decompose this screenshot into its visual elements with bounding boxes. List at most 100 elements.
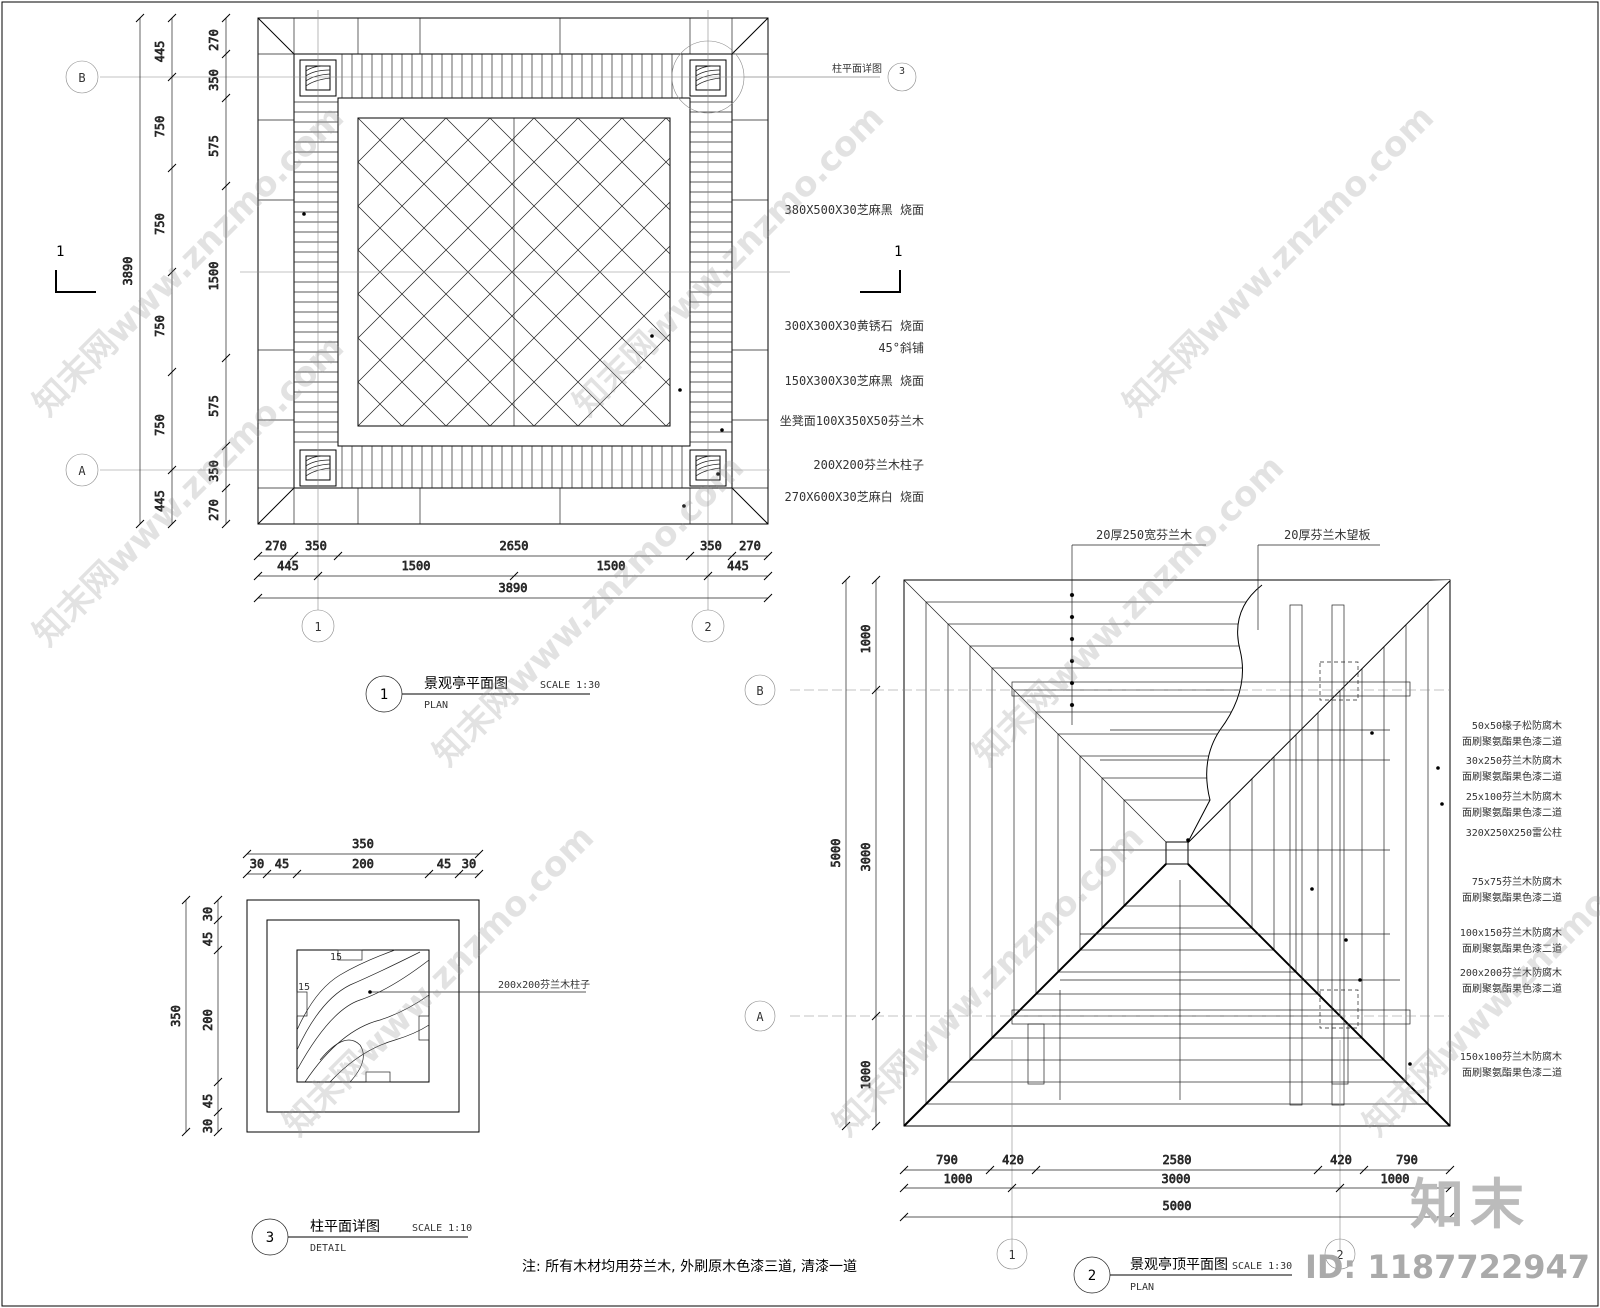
detail3-title: 柱平面详图 — [310, 1219, 380, 1235]
plan2-leader-label-sub: 面刷聚氨酯果色漆二道 — [1462, 770, 1562, 783]
plan1-sub: PLAN — [424, 700, 448, 711]
plan2-leader-label: 200x200芬兰木防腐木 — [1460, 966, 1562, 979]
plan1-left-dim-inner: 575 — [207, 395, 221, 417]
pavilion-floor-plan: B A 1 2 柱平面详图 3 1 1 44575075075075044527… — [55, 10, 924, 713]
plan2-axis-b: B — [756, 684, 763, 698]
plan1-leader-label: 270X600X30芝麻白 烧面 — [785, 489, 924, 504]
detail3-post — [296, 949, 430, 1083]
plan1-bottom-dim-row2: 1500 — [597, 559, 626, 573]
plan2-leader-label-sub: 面刷聚氨酯果色漆二道 — [1462, 891, 1562, 904]
plan1-leader-label: 45°斜铺 — [878, 341, 924, 355]
detail3-top-dim: 30 — [250, 857, 264, 871]
plan2-king-post — [1165, 841, 1189, 865]
detail3-sub: DETAIL — [310, 1243, 346, 1254]
plan2-leader-label: 75x75芬兰木防腐木 — [1472, 875, 1562, 888]
brand-logo: 知末 — [1410, 1173, 1530, 1236]
detail3-title-num: 3 — [266, 1230, 274, 1246]
plan2-left-dim: 1000 — [859, 1061, 873, 1090]
detail3-top-total: 350 — [352, 837, 374, 851]
plan1-bottom-dim-row1: 350 — [305, 539, 327, 553]
plan1-leader-label: 380X500X30芝麻黑 烧面 — [785, 202, 924, 217]
detail3-top-dim: 45 — [437, 857, 451, 871]
plan1-axis-a: A — [78, 464, 86, 478]
plan2-leader-label: 320X250X250雷公柱 — [1466, 826, 1562, 839]
plan1-left-dim-outer: 750 — [153, 116, 167, 138]
plan1-left-dim-outer: 750 — [153, 213, 167, 235]
plan2-leader-label-sub: 面刷聚氨酯果色漆二道 — [1462, 942, 1562, 955]
detail3-left-total: 350 — [169, 1005, 183, 1027]
plan2-axis-1: 1 — [1008, 1248, 1015, 1262]
plan2-bottom-dim-row2: 3000 — [1162, 1172, 1191, 1186]
plan1-bottom-dim-row1: 270 — [739, 539, 761, 553]
plan2-leader-label-sub: 面刷聚氨酯果色漆二道 — [1462, 982, 1562, 995]
plan1-outer-slab — [257, 17, 769, 525]
plan2-leader-labels: 50x50椽子松防腐木面刷聚氨酯果色漆二道30x250芬兰木防腐木面刷聚氨酯果色… — [1186, 719, 1562, 1079]
plan2-roof-outline — [903, 579, 1451, 1127]
plan1-leader-label: 坐凳面100X350X50芬兰木 — [780, 413, 924, 428]
detail3-left-dim: 30 — [201, 1119, 215, 1133]
plan2-top-label-1: 20厚250宽芬兰木 — [1096, 527, 1192, 542]
plan1-axis-b: B — [78, 71, 85, 85]
detail3-outer — [246, 899, 480, 1133]
plan2-bottom-dim-row1: 420 — [1330, 1153, 1352, 1167]
plan2-axis-2: 2 — [1336, 1248, 1343, 1262]
plan1-left-dim-inner: 575 — [207, 135, 221, 157]
plan2-title-num: 2 — [1088, 1268, 1096, 1284]
plan1-bottom-dim-row2: 1500 — [402, 559, 431, 573]
pavilion-roof-plan: B A 1 2 20厚250宽芬兰木 20厚芬兰木望板 1000 3000 1000… — [744, 527, 1562, 1294]
plan2-leader-label-sub: 面刷聚氨酯果色漆二道 — [1462, 1066, 1562, 1079]
plan2-leader-label: 150x100芬兰木防腐木 — [1460, 1050, 1562, 1063]
detail3-top-dim: 45 — [275, 857, 289, 871]
plan2-left-total: 5000 — [829, 839, 843, 868]
plan1-left-dim-outer: 750 — [153, 315, 167, 337]
plan1-title: 景观亭平面图 — [424, 675, 508, 692]
plan2-bottom-dim-row1: 420 — [1002, 1153, 1024, 1167]
plan1-bottom-dim-row2: 445 — [727, 559, 749, 573]
plan1-left-total: 3890 — [121, 257, 135, 286]
plan1-left-dim-inner: 350 — [207, 460, 221, 482]
plan2-bottom-dim-row2: 1000 — [944, 1172, 973, 1186]
plan1-bottom-dim-row1: 270 — [265, 539, 287, 553]
detail3-label: 200x200芬兰木柱子 — [498, 978, 590, 991]
plan2-leader-label: 100x150芬兰木防腐木 — [1460, 926, 1562, 939]
plan1-bottom-dim-row2: 445 — [277, 559, 299, 573]
detail3-top-dim: 200 — [352, 857, 374, 871]
plan1-axis-1: 1 — [314, 620, 321, 634]
plan1-axis-2: 2 — [704, 620, 711, 634]
plan2-leader-label: 30x250芬兰木防腐木 — [1466, 754, 1562, 767]
plan2-leader-label: 25x100芬兰木防腐木 — [1466, 790, 1562, 803]
plan2-bottom-dim-row1: 790 — [1396, 1153, 1418, 1167]
plan1-leader-label: 150X300X30芝麻黑 烧面 — [785, 373, 924, 388]
plan2-scale: SCALE 1:30 — [1232, 1261, 1292, 1272]
image-id: ID: 1187722947 — [1304, 1248, 1590, 1286]
plan2-sub: PLAN — [1130, 1282, 1154, 1293]
plan1-left-dim-outer: 445 — [153, 490, 167, 512]
plan1-left-dim-inner: 1500 — [207, 262, 221, 291]
detail3-left-dim: 45 — [201, 932, 215, 946]
plan2-left-dim: 3000 — [859, 843, 873, 872]
plan2-axis-a: A — [756, 1010, 764, 1024]
general-note: 注: 所有木材均用芬兰木, 外刷原木色漆三道, 清漆一道 — [522, 1259, 857, 1275]
plan2-title: 景观亭顶平面图 — [1130, 1256, 1228, 1273]
detail3-left-dim: 45 — [201, 1094, 215, 1108]
plan1-leader-label: 300X300X30黄锈石 烧面 — [785, 319, 924, 333]
plan1-left-dim-outer: 750 — [153, 414, 167, 436]
plan2-top-label-2: 20厚芬兰木望板 — [1284, 528, 1370, 542]
plan1-bottom-total: 3890 — [499, 581, 528, 595]
plan1-detail-ref-num: 3 — [899, 66, 905, 77]
plan2-bottom-dim-row1: 790 — [936, 1153, 958, 1167]
plan2-bottom-dim-row2: 1000 — [1381, 1172, 1410, 1186]
plan2-leader-label-sub: 面刷聚氨酯果色漆二道 — [1462, 806, 1562, 819]
plan1-leader-labels: 380X500X30芝麻黑 烧面 300X300X30黄锈石 烧面 150X300X… — [302, 202, 924, 508]
plan1-bottom-dim-row1: 2650 — [500, 539, 529, 553]
plan1-detail-ref-label: 柱平面详图 — [832, 62, 882, 75]
plan1-bottom-dim-row1: 350 — [700, 539, 722, 553]
plan2-bottom-dim-row1: 2580 — [1163, 1153, 1192, 1167]
plan2-left-dim: 1000 — [859, 625, 873, 654]
plan1-dimensions: 445 750 750 750 750 445 270 350 575 1500 575 350 270… — [121, 13, 773, 603]
detail3-top-dim: 30 — [462, 857, 476, 871]
detail3-left-dim: 200 — [201, 1009, 215, 1031]
